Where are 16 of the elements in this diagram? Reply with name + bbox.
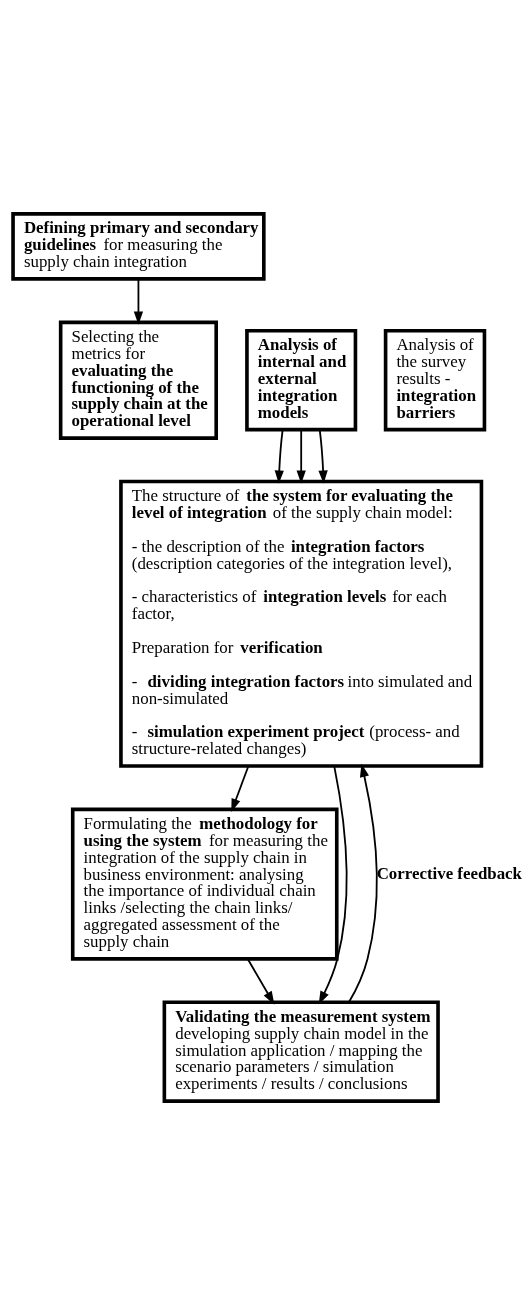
node-box: Analysis of the survey results - integration barriers xyxy=(383,328,487,431)
arrow xyxy=(318,764,348,1004)
node-box: Validating the measurement system developing supply chain model in the simulation application / mapping the scenario parameters / simulation experiments / results / conclusions xyxy=(162,1000,440,1103)
node-box: Formulating the methodology for using the system for measuring the integration of the supply chain in business environment: analysing the importance of individual chain links /selecting the chain links/ aggregated assessment of the supply chain xyxy=(70,807,339,961)
arrow xyxy=(348,763,378,1003)
arrow xyxy=(133,277,144,325)
node-box: Analysis of internal and external integration models xyxy=(245,328,358,431)
arrow xyxy=(296,428,306,484)
node-box: Selecting the metrics for evaluating the functioning of the supply chain at the operational level xyxy=(58,320,218,440)
node-box: The structure of the system for evaluating the level of integration of the supply chain model: - the description of the integration factors (description categories of the integration level), - characteristics of integration levels for each factor, Preparation for verification - dividing integration factors into simulated and non-simulated - simulation experiment project (process- and structure-related changes) xyxy=(119,479,484,768)
arrow xyxy=(274,428,284,484)
arrow xyxy=(247,957,275,1005)
node-box: Defining primary and secondary guidelines for measuring the supply chain integration xyxy=(11,211,266,281)
arrow xyxy=(231,764,250,812)
arrow xyxy=(318,428,328,484)
edge-label: Corrective feedback xyxy=(376,863,522,883)
